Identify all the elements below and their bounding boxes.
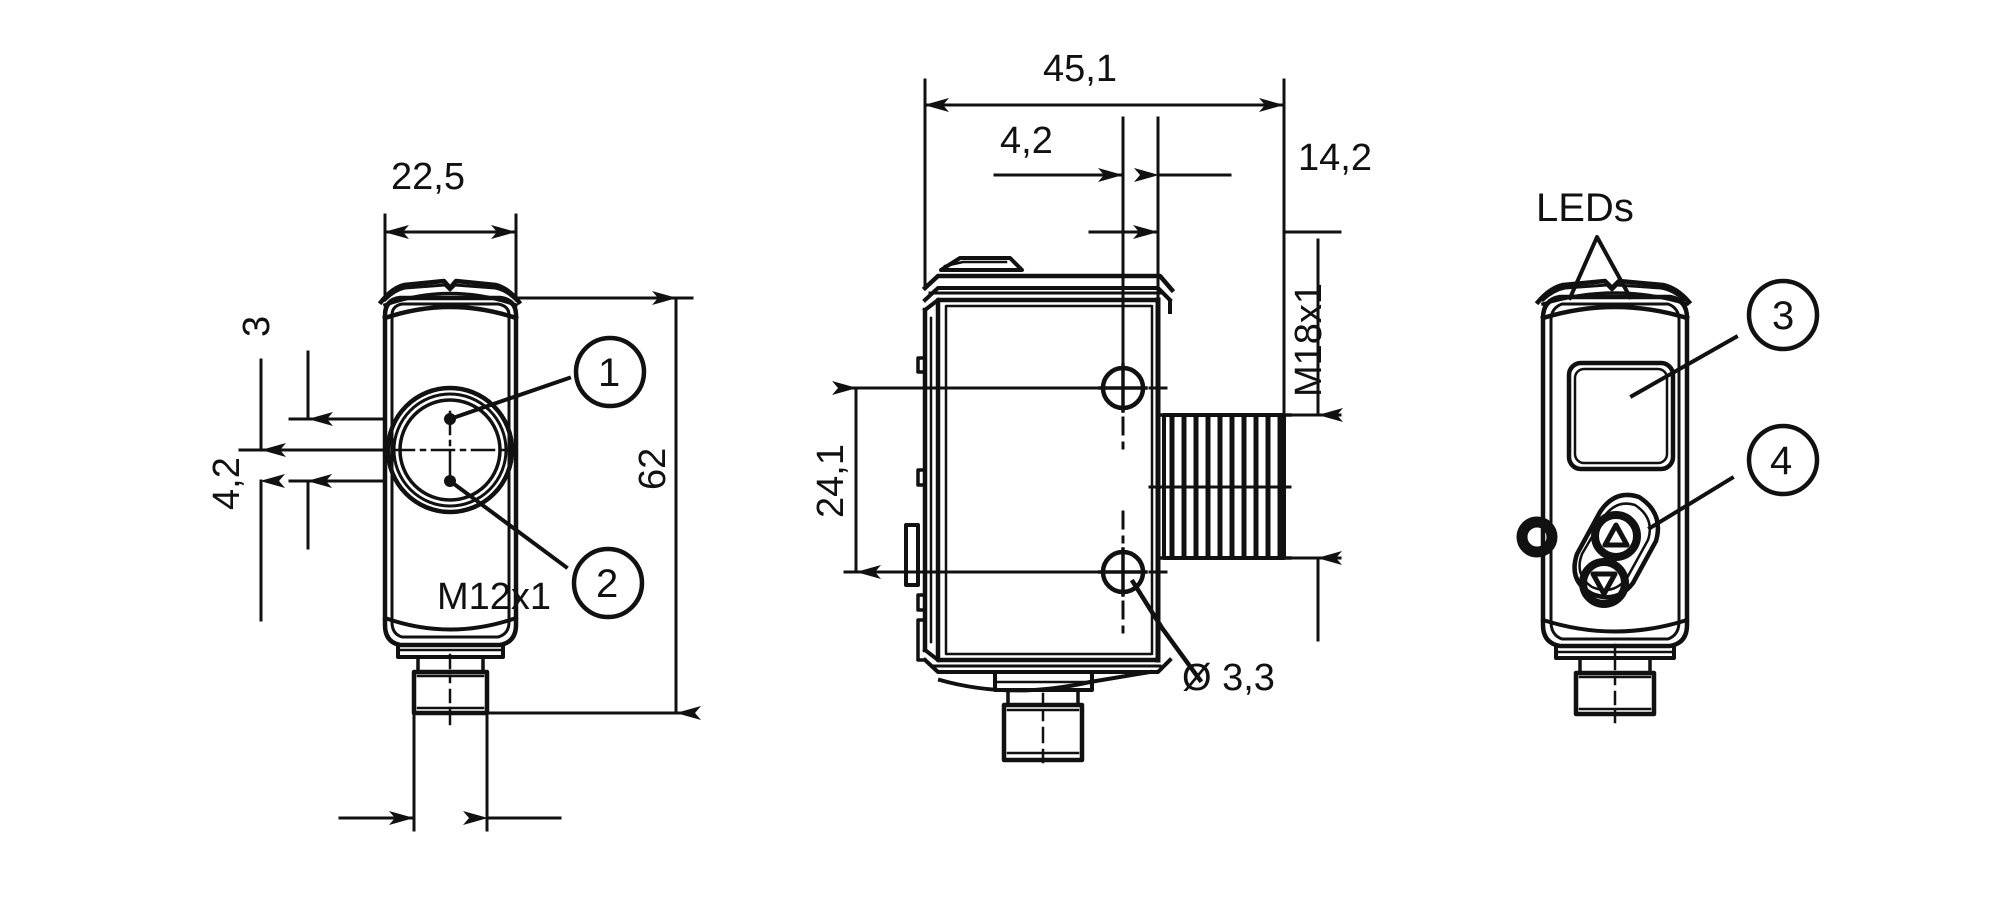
dim-62 — [448, 291, 701, 720]
dim-label-front-width: 22,5 — [391, 156, 465, 198]
dim-3-and-4-2 — [238, 350, 387, 622]
dim-24-1 — [832, 381, 1105, 579]
dim-m18x1 — [1282, 238, 1343, 642]
front-view-optics-points — [444, 375, 572, 570]
dim-45-1 — [923, 78, 1286, 417]
rear-view-callouts — [1629, 278, 1820, 531]
dim-label-side-thread-length: 14,2 — [1298, 137, 1372, 179]
callout-1-label: 1 — [598, 351, 621, 395]
dim-label-hole-diameter: Ø 3,3 — [1182, 657, 1275, 699]
side-view-body — [904, 256, 1292, 764]
front-view-body — [377, 278, 523, 726]
callout-4-label: 4 — [1770, 439, 1793, 483]
dim-m12x1 — [338, 711, 562, 832]
rear-view-body — [1516, 278, 1693, 724]
dim-label-side-optics-thread: M18x1 — [1288, 282, 1330, 397]
dim-label-front-optics-spacing: 3 — [236, 315, 278, 337]
dim-14-2 — [1088, 173, 1342, 417]
dim-label-side-hole-spacing: 24,1 — [810, 444, 852, 518]
leds-label: LEDs — [1536, 186, 1634, 230]
dim-label-connector-thread: M12x1 — [437, 576, 552, 618]
front-view-callouts — [571, 335, 647, 620]
dim-label-front-optics-offset: 4,2 — [206, 457, 248, 510]
dim-label-front-height: 62 — [632, 447, 674, 490]
dim-22-5 — [383, 213, 518, 297]
dim-label-side-total-length: 45,1 — [1043, 48, 1117, 90]
callout-2-label: 2 — [596, 562, 619, 606]
callout-3-label: 3 — [1772, 294, 1795, 338]
dim-label-side-hole-to-edge: 4,2 — [1000, 120, 1053, 162]
rear-view-leds-leader — [1567, 235, 1633, 301]
